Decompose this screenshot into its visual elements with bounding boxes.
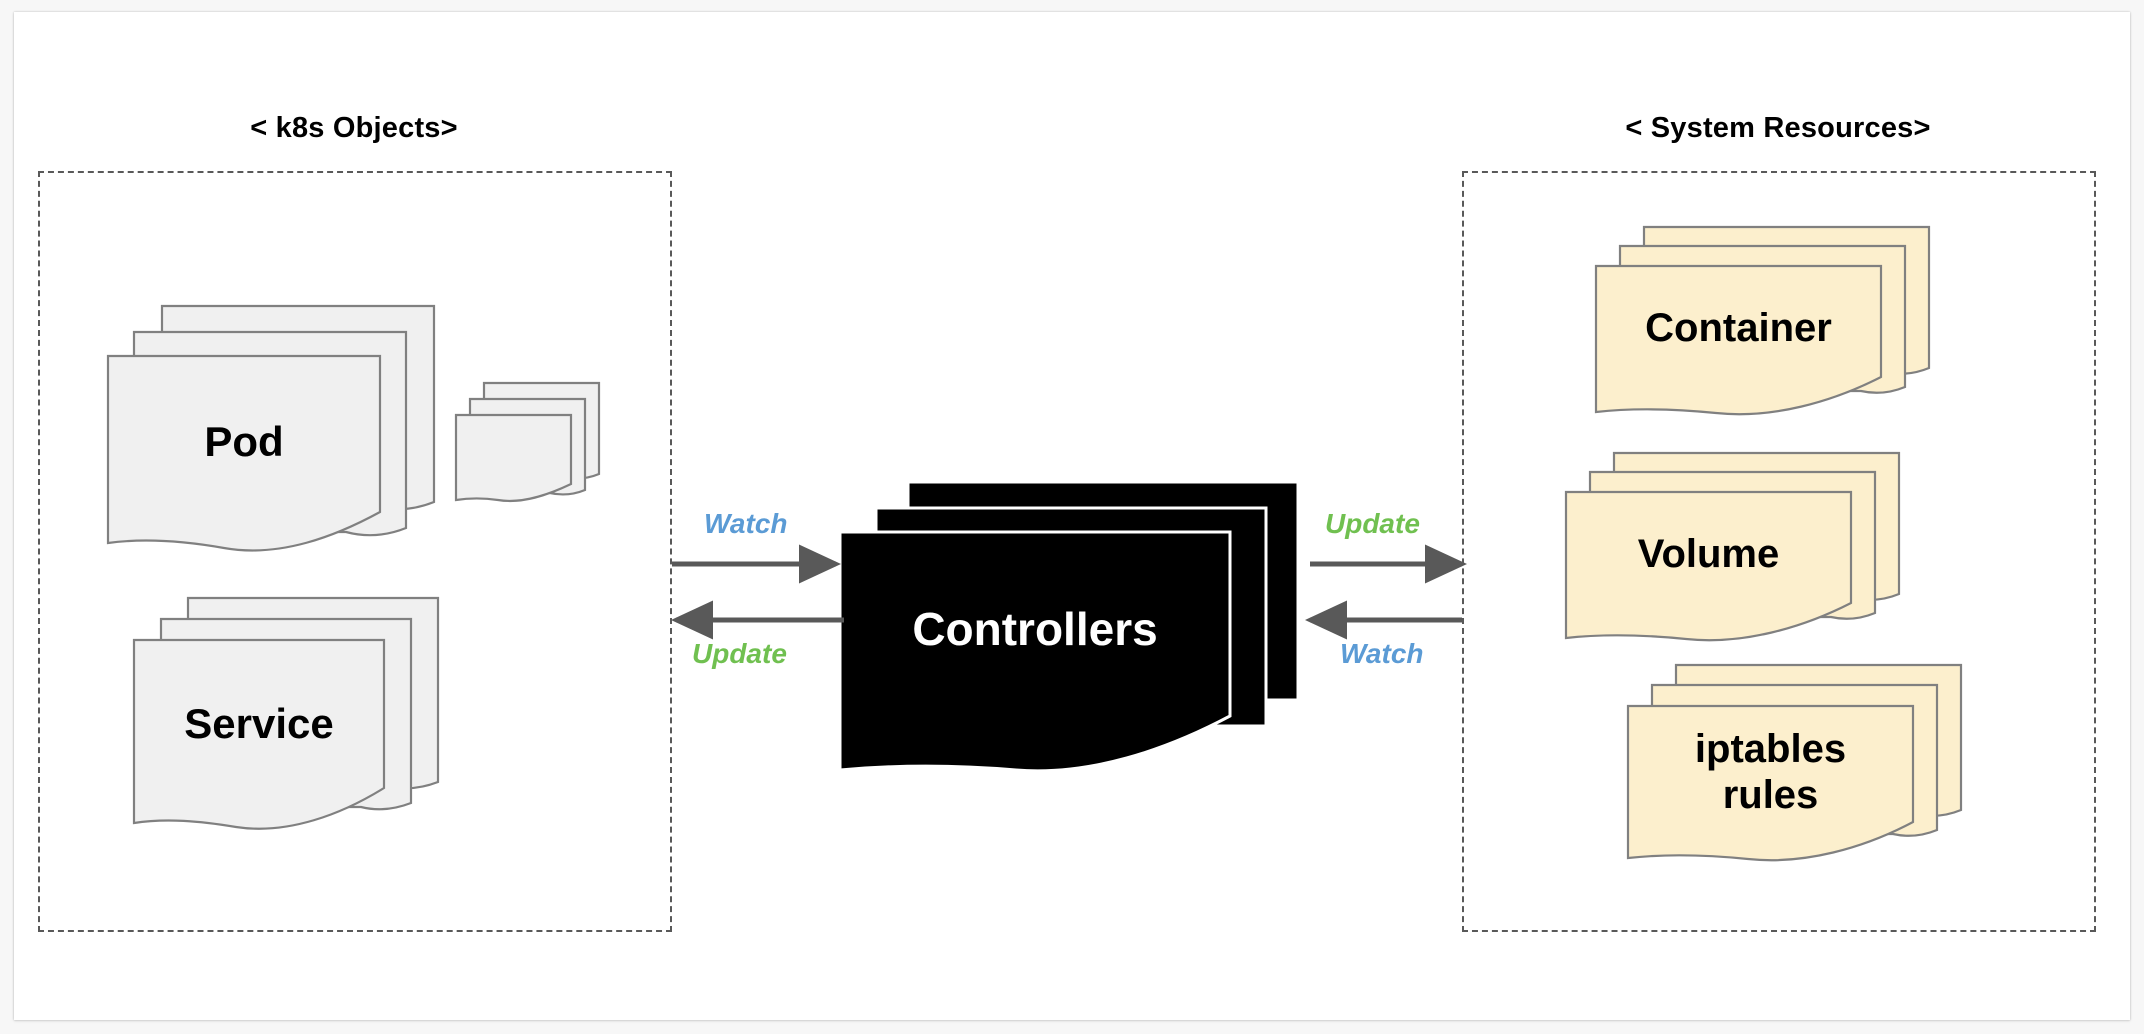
flow-label-left-watch: Watch (704, 508, 788, 539)
controllers-stack-shape (838, 480, 1300, 773)
pod-stack-shape (106, 304, 436, 552)
unlabeled-stack-shape (454, 381, 601, 502)
volume-stack-shape (1564, 451, 1901, 642)
flow-label-right-watch: Watch (1340, 638, 1424, 669)
group-title-k8s-objects: < k8s Objects> (250, 112, 458, 144)
card-stack-service[interactable]: Service (130, 592, 460, 842)
service-stack-shape (132, 596, 440, 830)
iptables-rules-stack-shape (1626, 663, 1963, 862)
k8s-objects-boundary (38, 171, 672, 932)
group-title-system-resources: < System Resources> (1625, 112, 1931, 144)
flow-label-right-update: Update (1325, 508, 1420, 539)
card-stack-controllers[interactable]: Controllers (836, 478, 1316, 788)
card-stack-container[interactable]: Container (1592, 222, 1952, 422)
card-stack-unlabeled-small[interactable] (452, 378, 612, 508)
flow-label-left-update: Update (692, 638, 787, 669)
container-stack-shape (1594, 225, 1931, 416)
card-stack-iptables-rules[interactable]: iptables rules (1624, 660, 1984, 875)
card-stack-pod[interactable]: Pod (104, 300, 454, 552)
card-stack-volume[interactable]: Volume (1562, 448, 1922, 648)
